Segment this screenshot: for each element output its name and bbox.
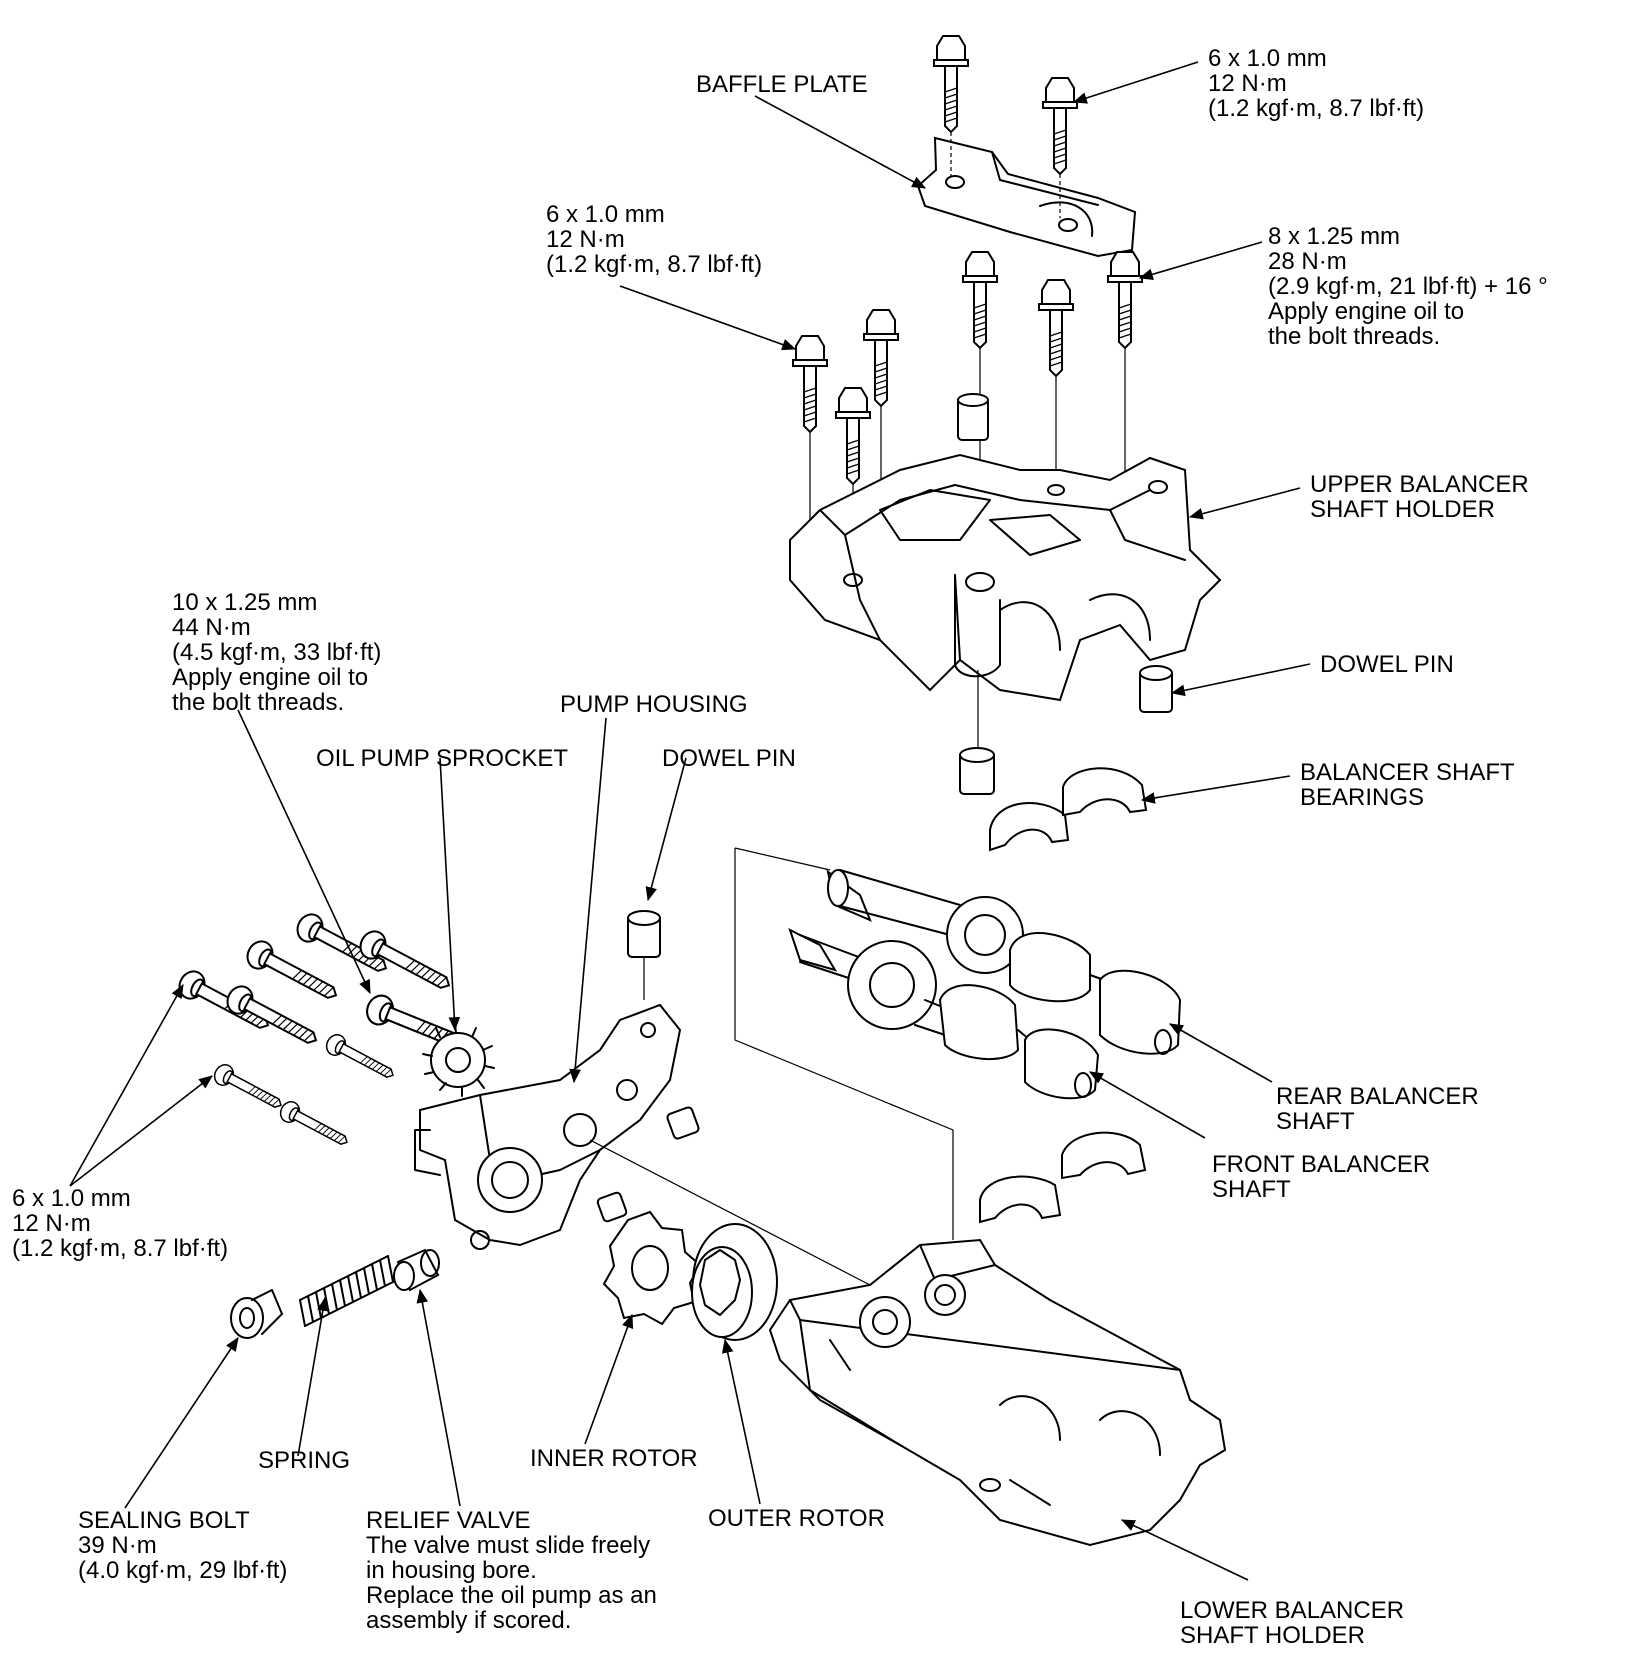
dowel-pin-lower-upper (959, 747, 995, 795)
label-spring: SPRING (258, 1447, 351, 1474)
label-balancer-shaft-bearings: BALANCER SHAFT BEARINGS (1300, 759, 1515, 811)
rear-balancer-shaft (826, 869, 1182, 1055)
label-inner-rotor: INNER ROTOR (530, 1445, 698, 1472)
dowel-pin-upper (957, 393, 989, 441)
label-oil-pump-sprocket: OIL PUMP SPROCKET (316, 745, 569, 772)
leader-lines (69, 61, 1311, 1581)
pump-housing (414, 1003, 682, 1250)
inner-rotor (602, 1210, 702, 1326)
balancer-shaft-bearings-lower (979, 1131, 1147, 1224)
label-rear-balancer-shaft: REAR BALANCER SHAFT (1276, 1083, 1479, 1135)
spring (299, 1255, 394, 1327)
balancer-shaft-bearings-upper (989, 767, 1148, 852)
lower-balancer-shaft-holder (768, 1238, 1227, 1547)
label-upper-balancer-shaft-holder: UPPER BALANCER SHAFT HOLDER (1310, 471, 1529, 523)
label-dowel-pin-left: DOWEL PIN (662, 745, 796, 772)
label-front-balancer-shaft: FRONT BALANCER SHAFT (1212, 1151, 1431, 1203)
dowel-pin-right (1139, 665, 1173, 713)
label-baffle-plate: BAFFLE PLATE (696, 71, 868, 98)
sealing-bolt (230, 1289, 283, 1339)
outer-rotor (691, 1223, 778, 1341)
label-torque-upper-left: 6 x 1.0 mm 12 N·m (1.2 kgf·m, 8.7 lbf·ft… (546, 201, 763, 278)
label-torque-top-right: 6 x 1.0 mm 12 N·m (1.2 kgf·m, 8.7 lbf·ft… (1208, 45, 1425, 122)
label-torque-8mm: 8 x 1.25 mm 28 N·m (2.9 kgf·m, 21 lbf·ft… (1268, 223, 1548, 350)
label-sealing-bolt: SEALING BOLT 39 N·m (4.0 kgf·m, 29 lbf·f… (78, 1507, 288, 1584)
label-pump-housing: PUMP HOUSING (560, 691, 748, 718)
dowel-pin-pump (627, 910, 661, 1000)
upper-balancer-shaft-holder (789, 453, 1222, 702)
label-dowel-pin-right: DOWEL PIN (1320, 651, 1454, 678)
label-torque-10mm: 10 x 1.25 mm 44 N·m (4.5 kgf·m, 33 lbf·f… (172, 589, 382, 716)
baffle-bolt-1 (933, 35, 969, 176)
relief-valve (393, 1248, 440, 1292)
front-balancer-shaft (788, 928, 1100, 1100)
label-outer-rotor: OUTER ROTOR (708, 1505, 885, 1532)
small-dowel-pins (596, 1106, 700, 1223)
label-lower-balancer-shaft-holder: LOWER BALANCER SHAFT HOLDER (1180, 1597, 1405, 1649)
baffle-bolt-2 (1042, 77, 1078, 218)
label-torque-lower-left: 6 x 1.0 mm 12 N·m (1.2 kgf·m, 8.7 lbf·ft… (12, 1185, 229, 1262)
label-relief-valve: RELIEF VALVE The valve must slide freely… (366, 1507, 657, 1634)
